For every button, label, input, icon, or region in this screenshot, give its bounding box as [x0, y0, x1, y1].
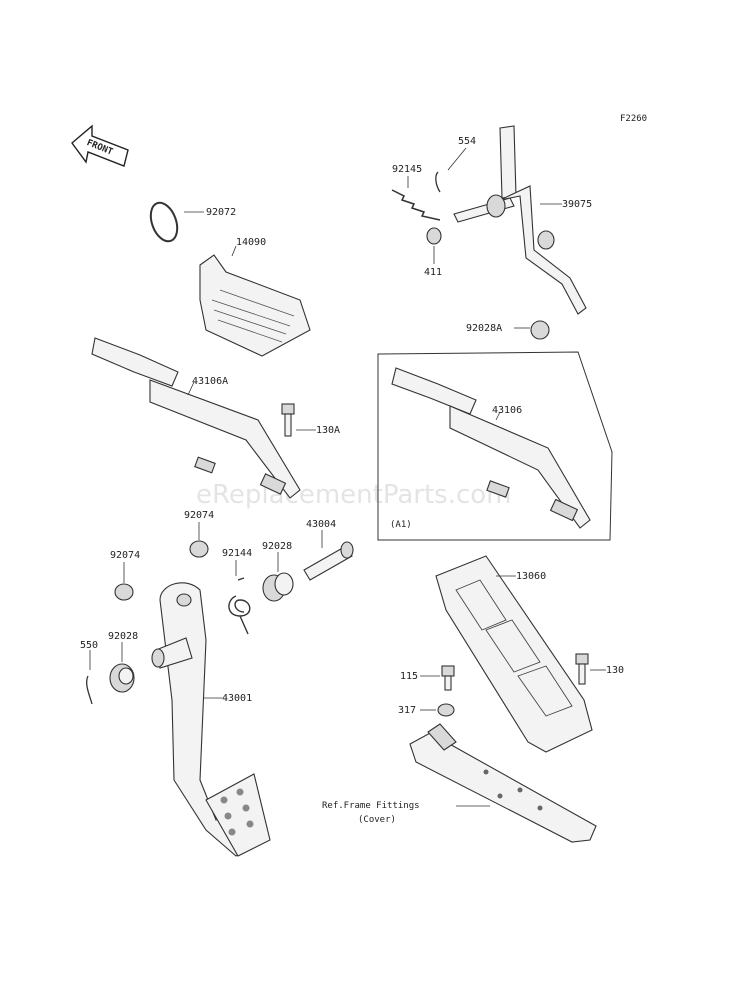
part-14090-boot[interactable]: 14090	[199, 237, 311, 357]
callout-92144: 92144	[222, 548, 252, 559]
part-92028A-bushing[interactable]: 92028A	[466, 320, 550, 340]
part-92074-bushing-upper[interactable]: 92074	[184, 510, 214, 558]
watermark: eReplacementParts.com	[196, 480, 512, 510]
part-130A-bolt[interactable]: 130A	[281, 403, 340, 437]
callout-92072: 92072	[206, 207, 236, 218]
callout-115: 115	[400, 671, 418, 682]
part-92028-bushing-lower[interactable]: 92028	[108, 631, 138, 693]
callout-411: 411	[424, 267, 442, 278]
inset-label-a1: (A1)	[390, 520, 412, 530]
callout-550: 550	[80, 640, 98, 651]
callout-92028-upper: 92028	[262, 541, 292, 552]
callout-ref-cover: (Cover)	[358, 815, 396, 825]
part-115-bolt[interactable]: 115	[400, 665, 455, 691]
callout-92028A: 92028A	[466, 323, 502, 334]
callout-92145: 92145	[392, 164, 422, 175]
part-92145-spring[interactable]: 92145	[391, 164, 441, 221]
part-411-washer[interactable]: 411	[424, 227, 442, 278]
part-130-bolt[interactable]: 130	[575, 653, 624, 685]
part-317-nut[interactable]: 317	[398, 703, 455, 717]
part-92144-spring[interactable]: 92144	[222, 548, 252, 635]
callout-ref-frame-fittings: Ref.Frame Fittings	[322, 801, 420, 811]
callout-92028-lower: 92028	[108, 631, 138, 642]
part-554-cotter-pin[interactable]: 554	[435, 136, 476, 193]
callout-317: 317	[398, 705, 416, 716]
callout-13060: 13060	[516, 571, 546, 582]
inset-box-a1: (A1)	[377, 351, 613, 541]
callout-39075: 39075	[562, 199, 592, 210]
callout-92074-upper: 92074	[184, 510, 214, 521]
callout-43004: 43004	[306, 519, 336, 530]
part-43106-lever[interactable]: 43106	[391, 367, 591, 529]
part-92028-bushing-upper[interactable]: 92028	[262, 541, 294, 602]
callout-43106A: 43106A	[192, 376, 228, 387]
part-92072-clamp[interactable]: 92072	[146, 199, 236, 245]
callout-43106: 43106	[492, 405, 522, 416]
figure-code: F2260	[620, 114, 647, 124]
part-43004-pin[interactable]: 43004	[303, 519, 354, 581]
part-frame-fitting-cover[interactable]: Ref.Frame Fittings (Cover)	[322, 723, 597, 843]
callout-554: 554	[458, 136, 476, 147]
callout-43001: 43001	[222, 693, 252, 704]
callout-130: 130	[606, 665, 624, 676]
callout-130A: 130A	[316, 425, 340, 436]
front-arrow-icon: FRONT	[71, 124, 129, 167]
part-13060-plate[interactable]: 13060	[435, 555, 593, 753]
part-43106A-lever[interactable]: 43106A	[91, 337, 301, 499]
part-550-cotter-pin[interactable]: 550	[80, 640, 98, 705]
callout-14090: 14090	[236, 237, 266, 248]
part-43001-pedal[interactable]: 43001	[151, 582, 271, 857]
part-92074-bushing-left[interactable]: 92074	[110, 550, 140, 601]
callout-92074-left: 92074	[110, 550, 140, 561]
part-39075-shaft[interactable]: 39075	[453, 125, 592, 315]
